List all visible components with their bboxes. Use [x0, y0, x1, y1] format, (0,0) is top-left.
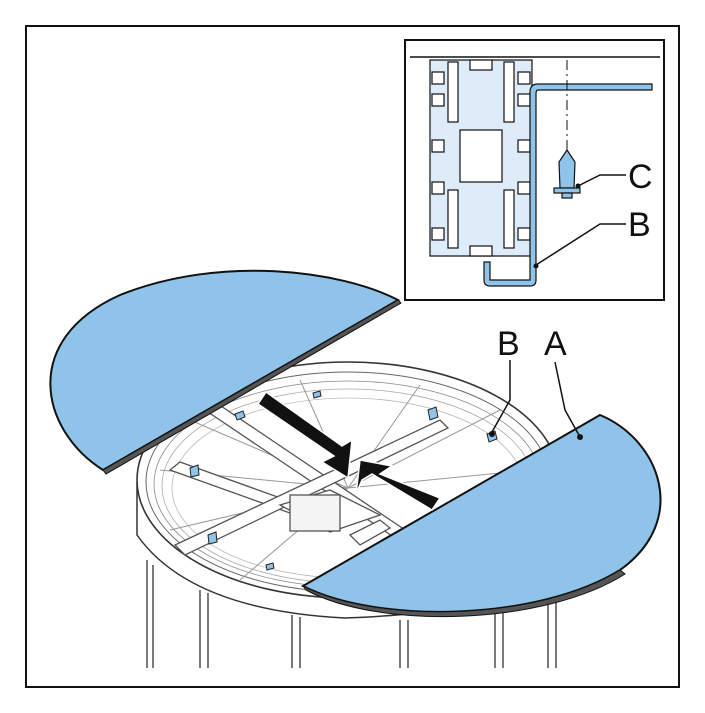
double-arrow-inward-icon: [256, 390, 442, 512]
clip-bracket-icon: [483, 83, 653, 287]
aluminium-profile: [429, 59, 533, 257]
label-C: C: [628, 158, 653, 196]
cross-beams: [168, 401, 450, 556]
label-A: A: [544, 325, 567, 363]
label-B: B: [497, 325, 520, 363]
label-B-inset: B: [628, 206, 651, 244]
leader-lines: [491, 360, 581, 438]
table-legs: [146, 560, 557, 668]
point-B: [489, 431, 495, 437]
left-tabletop-half: [49, 269, 401, 472]
plug-icon: [553, 148, 581, 199]
point-A: [577, 434, 583, 440]
detail-inset: C B: [404, 39, 665, 301]
